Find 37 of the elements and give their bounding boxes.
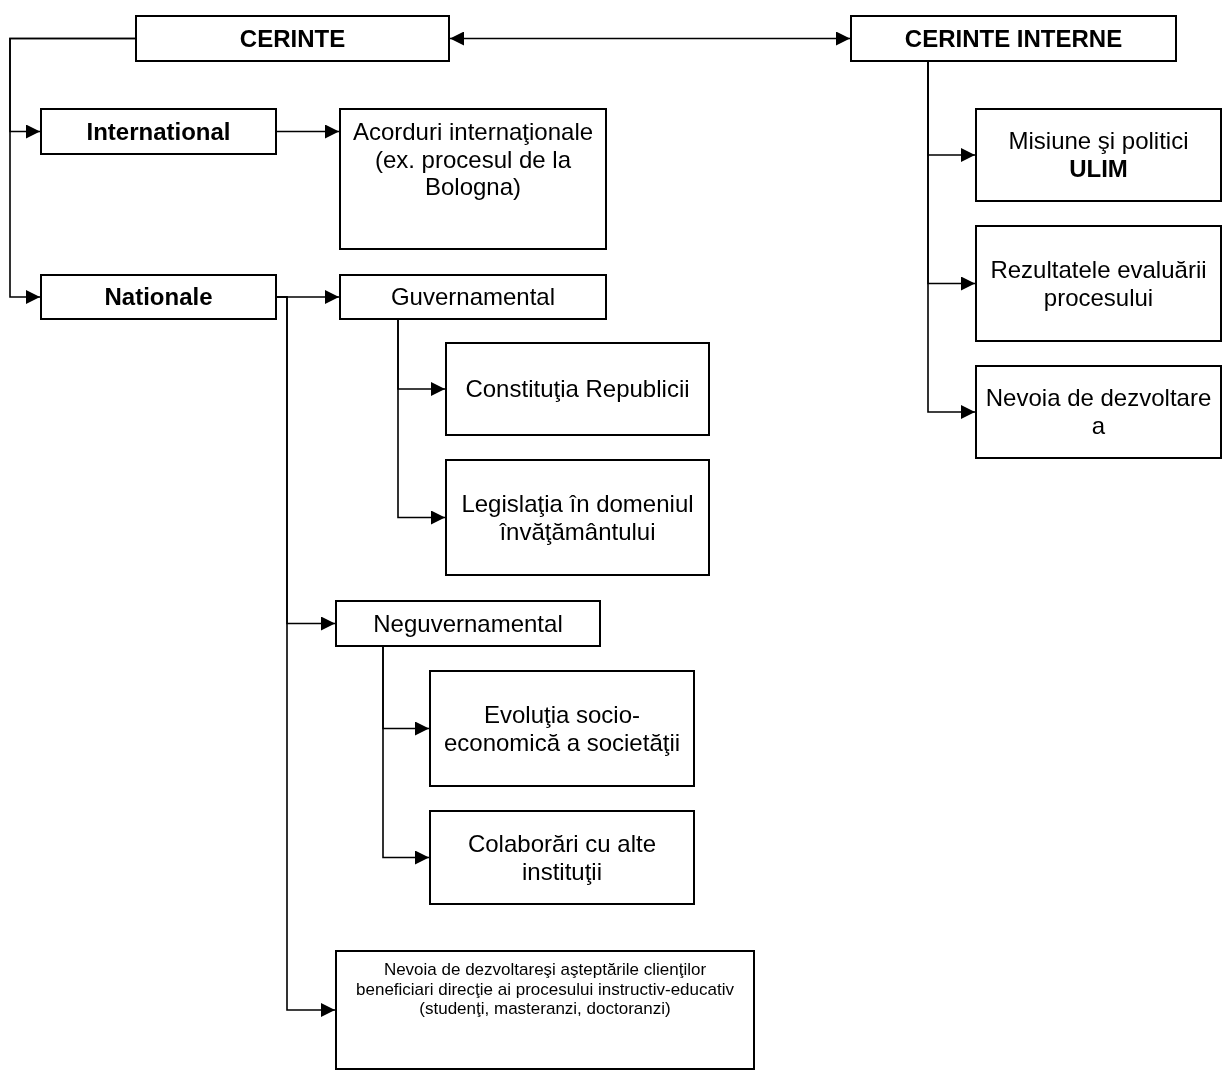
box-label: Nevoia de dezvoltare a — [984, 384, 1213, 440]
process-box — [445, 342, 710, 436]
arrow — [397, 319, 446, 525]
box-label: Neguvernamental — [373, 609, 563, 638]
process-box — [335, 950, 755, 1070]
box-label: Constituţia Republicii — [465, 375, 690, 403]
process-box — [40, 274, 277, 320]
box-label: Colaborări cu alte instituţii — [466, 829, 658, 886]
process-box — [429, 810, 695, 905]
box-label: CERINTE — [239, 24, 346, 53]
process-box — [850, 15, 1177, 62]
process-box — [445, 459, 710, 576]
box-label: CERINTE INTERNE — [904, 24, 1123, 53]
process-box — [40, 108, 277, 155]
arrow — [927, 61, 976, 419]
box-label: International — [86, 117, 231, 146]
arrow — [382, 646, 430, 865]
box-label: Misiune şi politici ULIM — [1007, 127, 1190, 183]
box-label: Evoluţia socio-economică a societăţii — [442, 700, 682, 757]
box-label: Rezultatele evaluării procesului — [989, 255, 1208, 312]
box-label: Acorduri internaţionale (ex. procesul de la Bologna) — [351, 118, 595, 201]
arrow — [276, 296, 336, 1017]
box-label: Guvernamental — [390, 283, 556, 311]
process-box — [429, 670, 695, 787]
process-box — [135, 15, 450, 62]
process-box — [339, 274, 607, 320]
box-label: Nevoia de dezvoltareşi aşteptările clienţilor beneficiari direcţie ai procesului instructiv-educativ (studenţi, masteranzi, doctoranzi) — [355, 960, 735, 1019]
process-box — [975, 225, 1222, 342]
process-box — [975, 108, 1222, 202]
process-box — [335, 600, 601, 647]
box-label: Nationale — [104, 283, 213, 311]
process-box — [339, 108, 607, 250]
arrow — [276, 124, 340, 139]
box-label: Legislaţia în domeniul învăţământului — [460, 489, 695, 546]
process-box — [975, 365, 1222, 459]
arrow — [449, 31, 851, 46]
arrow — [9, 37, 136, 304]
